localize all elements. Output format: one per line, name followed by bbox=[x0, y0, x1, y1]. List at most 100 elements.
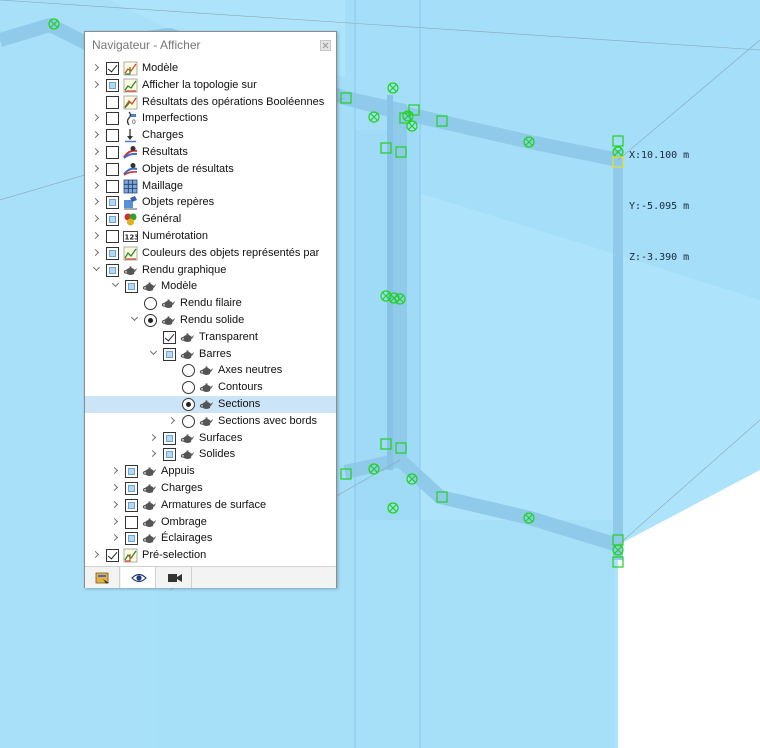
node-marker[interactable] bbox=[48, 18, 60, 30]
checkbox[interactable] bbox=[125, 482, 138, 495]
chevron-right-icon[interactable] bbox=[111, 533, 121, 543]
tree-item-solides[interactable]: Solides bbox=[85, 446, 336, 463]
tree-item-afficher-la-topologie-sur[interactable]: Afficher la topologie sur bbox=[85, 77, 336, 94]
chevron-down-icon[interactable] bbox=[130, 315, 140, 325]
tree-item-pre-selection[interactable]: Pré-selection bbox=[85, 547, 336, 564]
tree-item-eclairages[interactable]: Éclairages bbox=[85, 530, 336, 547]
tree-item-barres[interactable]: Barres bbox=[85, 346, 336, 363]
tree-item-objets-de-resultats[interactable]: Objets de résultats bbox=[85, 161, 336, 178]
checkbox[interactable] bbox=[106, 213, 119, 227]
checkbox[interactable] bbox=[106, 549, 119, 563]
radio-button[interactable] bbox=[182, 398, 195, 411]
tree-item-axes-neutres[interactable]: Axes neutres bbox=[85, 362, 336, 379]
checkbox[interactable] bbox=[125, 515, 138, 529]
tree-item-charges[interactable]: Charges bbox=[85, 127, 336, 144]
checkbox[interactable] bbox=[163, 431, 176, 445]
checkbox[interactable] bbox=[106, 129, 119, 143]
checkbox[interactable] bbox=[125, 465, 138, 479]
checkbox[interactable] bbox=[163, 448, 176, 462]
checkbox[interactable] bbox=[106, 112, 119, 126]
tree-item-rendu-filaire[interactable]: Rendu filaire bbox=[85, 295, 336, 312]
checkbox[interactable] bbox=[106, 78, 119, 92]
checkbox[interactable] bbox=[106, 246, 119, 260]
tree-item-rendu-graphique[interactable]: Rendu graphique bbox=[85, 262, 336, 279]
tree-item-armatures-de-surface[interactable]: Armatures de surface bbox=[85, 497, 336, 514]
chevron-right-icon[interactable] bbox=[111, 500, 121, 510]
tree-item-objets-reperes[interactable]: Objets repères bbox=[85, 194, 336, 211]
chevron-right-icon[interactable] bbox=[92, 181, 102, 191]
checkbox[interactable] bbox=[163, 347, 176, 361]
checkbox[interactable] bbox=[125, 280, 138, 294]
tree-item-resultats[interactable]: Résultats bbox=[85, 144, 336, 161]
node-marker[interactable] bbox=[394, 293, 406, 305]
chevron-right-icon[interactable] bbox=[111, 466, 121, 476]
chevron-right-icon[interactable] bbox=[92, 231, 102, 241]
chevron-right-icon[interactable] bbox=[92, 147, 102, 157]
radio-button[interactable] bbox=[182, 414, 195, 428]
display-tab[interactable] bbox=[121, 567, 156, 588]
node-marker[interactable] bbox=[368, 463, 380, 475]
radio-button[interactable] bbox=[182, 381, 195, 395]
tree-item-sections[interactable]: Sections bbox=[85, 396, 336, 413]
tree-item-appuis[interactable]: Appuis bbox=[85, 463, 336, 480]
tree-item-transparent[interactable]: Transparent bbox=[85, 329, 336, 346]
chevron-right-icon[interactable] bbox=[149, 449, 159, 459]
checkbox[interactable] bbox=[106, 179, 119, 193]
checkbox[interactable] bbox=[106, 196, 119, 210]
node-marker[interactable] bbox=[523, 512, 535, 524]
tree-item-sections-avec-bords[interactable]: Sections avec bords bbox=[85, 413, 336, 430]
chevron-right-icon[interactable] bbox=[149, 433, 159, 443]
tree-item-resultats-des-operations-booleennes[interactable]: Résultats des opérations Booléennes bbox=[85, 94, 336, 111]
node-marker[interactable] bbox=[387, 502, 399, 514]
navigator-titlebar[interactable]: Navigateur - Afficher bbox=[85, 32, 336, 58]
radio-button[interactable] bbox=[144, 314, 157, 327]
chevron-right-icon[interactable] bbox=[92, 248, 102, 258]
checkbox[interactable] bbox=[106, 146, 119, 159]
hovered-node-marker[interactable] bbox=[612, 156, 624, 168]
node-marker[interactable] bbox=[368, 111, 380, 123]
data-tab[interactable] bbox=[85, 567, 120, 588]
chevron-right-icon[interactable] bbox=[92, 197, 102, 207]
chevron-right-icon[interactable] bbox=[92, 164, 102, 174]
chevron-right-icon[interactable] bbox=[92, 130, 102, 140]
tree-item-modele[interactable]: Modèle bbox=[85, 278, 336, 295]
chevron-right-icon[interactable] bbox=[92, 214, 102, 224]
checkbox[interactable] bbox=[106, 162, 119, 176]
close-icon[interactable] bbox=[320, 40, 331, 51]
views-tab[interactable] bbox=[157, 567, 192, 588]
chevron-down-icon[interactable] bbox=[92, 265, 102, 275]
node-marker[interactable] bbox=[406, 473, 418, 485]
chevron-right-icon[interactable] bbox=[92, 80, 102, 90]
tree-item-contours[interactable]: Contours bbox=[85, 379, 336, 396]
chevron-right-icon[interactable] bbox=[92, 63, 102, 73]
node-marker[interactable] bbox=[523, 136, 535, 148]
checkbox[interactable] bbox=[125, 498, 138, 512]
tree-item-charges[interactable]: Charges bbox=[85, 480, 336, 497]
tree-item-general[interactable]: Général bbox=[85, 211, 336, 228]
node-marker[interactable] bbox=[387, 82, 399, 94]
tree-item-maillage[interactable]: Maillage bbox=[85, 178, 336, 195]
radio-button[interactable] bbox=[144, 297, 157, 311]
checkbox[interactable] bbox=[163, 330, 176, 344]
checkbox[interactable] bbox=[125, 532, 138, 546]
chevron-right-icon[interactable] bbox=[92, 550, 102, 560]
chevron-right-icon[interactable] bbox=[92, 113, 102, 123]
tree-item-surfaces[interactable]: Surfaces bbox=[85, 430, 336, 447]
tree-item-rendu-solide[interactable]: Rendu solide bbox=[85, 312, 336, 329]
chevron-down-icon[interactable] bbox=[149, 349, 159, 359]
chevron-down-icon[interactable] bbox=[111, 281, 121, 291]
tree-item-modele[interactable]: Modèle bbox=[85, 60, 336, 77]
checkbox[interactable] bbox=[106, 230, 119, 243]
chevron-right-icon[interactable] bbox=[111, 483, 121, 493]
checkbox[interactable] bbox=[106, 263, 119, 277]
tree-item-ombrage[interactable]: Ombrage bbox=[85, 514, 336, 531]
chevron-right-icon[interactable] bbox=[111, 517, 121, 527]
checkbox[interactable] bbox=[106, 62, 119, 75]
chevron-right-icon[interactable] bbox=[168, 416, 178, 426]
teapot-icon bbox=[123, 263, 138, 278]
radio-button[interactable] bbox=[182, 364, 195, 378]
tree-item-couleurs-des-objets-representes-par[interactable]: Couleurs des objets représentés par bbox=[85, 245, 336, 262]
checkbox[interactable] bbox=[106, 95, 119, 109]
